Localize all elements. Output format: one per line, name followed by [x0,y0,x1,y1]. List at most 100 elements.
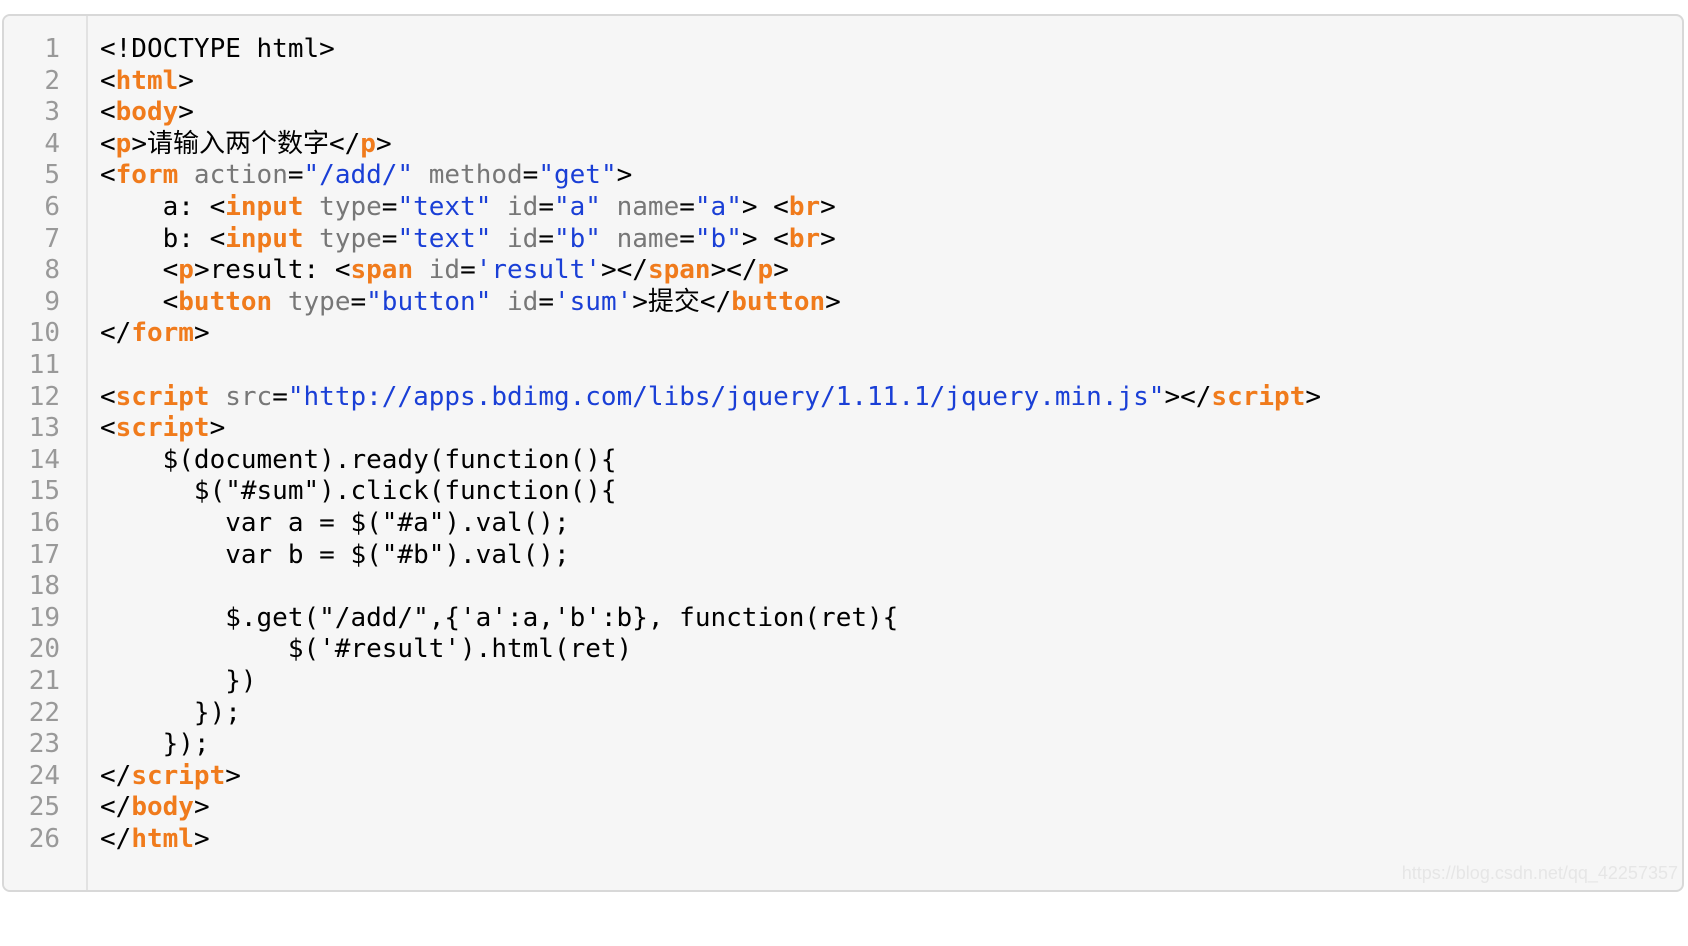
code-token: src [209,381,273,412]
code-token: > [209,413,226,444]
code-token: script [115,381,210,412]
code-token: script [1211,381,1306,412]
code-token: "http://apps.bdimg.com/libs/jquery/1.11.… [287,381,1165,412]
code-token: type [272,286,351,317]
code-token: a: < [100,192,226,222]
code-token: < [100,160,116,191]
code-token: > [178,65,194,96]
code-token: > [820,192,836,222]
code-token: > [193,792,210,823]
code-line: <html> [100,64,194,98]
code-token: > [178,97,194,128]
code-token: < [100,65,116,96]
code-token: span [350,255,414,286]
code-token: button [731,286,826,317]
line-number: 22 [28,697,60,728]
code-token: type [303,223,382,254]
code-token: id [413,255,461,286]
code-token: > [616,160,633,191]
code-token: "text" [397,192,492,222]
code-token: >提交</ [632,286,732,317]
code-token: = [381,223,398,254]
code-token: > [820,223,836,254]
code-token: $(document).ready(function(){ [100,444,617,475]
code-token: </ [100,318,132,349]
code-token: = [538,192,554,222]
code-token: body [131,792,194,823]
line-number: 23 [28,729,60,760]
code-token: = [538,286,554,317]
code-token: $('#result').html(ret) [100,634,633,665]
line-number: 26 [28,824,60,854]
code-token: ></ [710,255,758,286]
code-line: b: <input type="text" id="b" name="b"> <… [100,222,836,256]
line-number: 24 [28,760,60,791]
code-line: a: <input type="text" id="a" name="a"> <… [100,190,836,224]
code-token: action [178,160,288,191]
code-line: var b = $("#b").val(); [100,538,570,572]
code-token: $.get("/add/",{'a':a,'b':b}, function(re… [100,602,899,633]
code-token: method [413,160,523,191]
code-line: <script src="http://apps.bdimg.com/libs/… [100,380,1321,414]
code-token: "a" [554,192,601,222]
code-token: "button" [366,286,492,317]
code-token: $("#sum").click(function(){ [100,476,617,507]
line-number: 19 [28,602,60,633]
line-number: 3 [44,97,60,128]
code-token: br [788,192,821,222]
code-token: var a = $("#a").val(); [100,508,570,538]
code-line: <button type="button" id='sum'>提交</butto… [100,285,841,319]
code-token: > [193,318,210,349]
line-number: 18 [28,571,60,602]
code-line: </script> [100,759,241,793]
code-token: </ [100,760,132,791]
code-token: span [647,255,711,286]
code-token: body [115,97,179,128]
code-token: button [178,286,273,317]
code-line: var a = $("#a").val(); [100,506,570,540]
code-token: </ [100,792,132,823]
line-number: 12 [28,381,60,412]
code-token: script [131,760,226,791]
code-token: form [131,318,194,349]
code-token: < [100,413,116,444]
code-token: var b = $("#b").val(); [100,539,570,570]
code-line: <body> [100,95,194,129]
code-line: $.get("/add/",{'a':a,'b':b}, function(re… [100,601,898,635]
code-token: >请输入两个数字</ [131,128,361,159]
code-token: name [600,192,680,222]
code-line: }); [100,727,210,761]
code-token: = [679,223,695,254]
line-number: 5 [44,160,60,191]
code-token: input [225,223,304,254]
code-token: p [360,128,376,159]
code-token: = [272,381,288,412]
code-token: <!DOCTYPE html> [100,34,335,64]
code-token: "a" [694,192,742,222]
line-number: 21 [28,666,60,696]
code-token: }); [100,729,210,760]
code-token: br [788,223,821,254]
code-token: }) [100,666,257,696]
code-line: </body> [100,790,210,824]
code-token: = [460,255,476,286]
code-line: }) [100,664,257,698]
code-token: > [193,824,210,854]
line-number: 2 [44,65,60,96]
code-token: = [538,223,554,254]
code-token: p [757,255,774,286]
code-token: 'sum' [554,286,633,317]
code-token: > [225,760,241,791]
line-number: 8 [44,255,60,286]
code-token: = [381,192,398,222]
code-token: "/add/" [303,160,414,191]
code-token: p [178,255,194,286]
code-token: = [350,286,367,317]
code-line: </form> [100,316,210,350]
code-token: </ [100,824,132,854]
line-number: 17 [28,539,60,570]
code-line: $(document).ready(function(){ [100,443,617,477]
line-number: 1 [44,34,60,64]
code-line: <form action="/add/" method="get"> [100,158,632,192]
